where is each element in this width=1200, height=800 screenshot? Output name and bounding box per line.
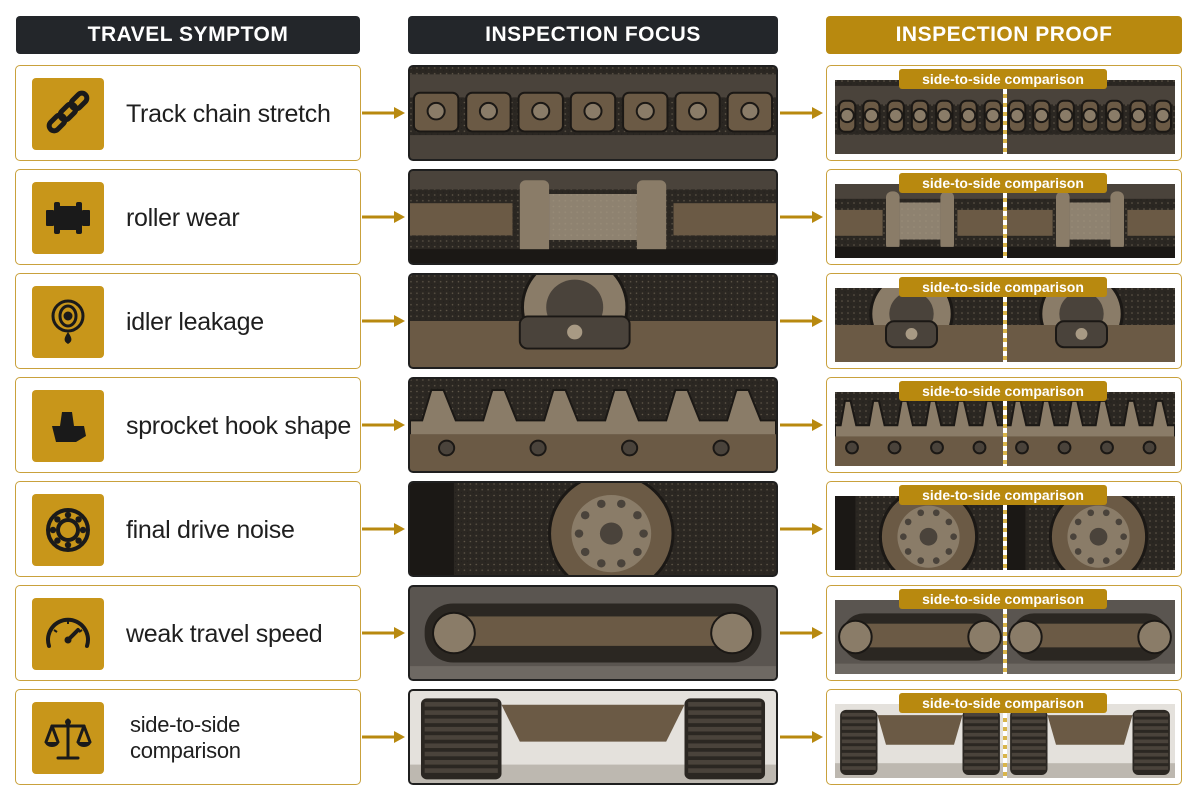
symptom-label: roller wear [126, 203, 240, 232]
left-side-image [835, 704, 1005, 778]
arrow-right-icon [360, 418, 406, 432]
right-side-image [1005, 184, 1175, 258]
arrow-right-icon [360, 210, 406, 224]
inspection-proof-card: side-to-side comparison [826, 65, 1182, 161]
bearing-icon [32, 494, 104, 566]
idler-oil-drop-icon [32, 286, 104, 358]
arrow-right-icon [778, 730, 824, 744]
inspection-proof-card: side-to-side comparison [826, 273, 1182, 369]
chain-link-icon [32, 78, 104, 150]
right-side-image [1005, 80, 1175, 154]
comparison-label: side-to-side comparison [899, 69, 1107, 89]
inspection-proof-card: side-to-side comparison [826, 377, 1182, 473]
track-roller-photo [408, 169, 778, 265]
arrow-right-icon [778, 210, 824, 224]
arrow-right-icon [778, 314, 824, 328]
comparison-image-pair [835, 704, 1175, 778]
arrow-right-icon [778, 522, 824, 536]
symptom-row: Track chain stretch side-to-side compari… [0, 65, 1200, 161]
inspection-proof-card: side-to-side comparison [826, 169, 1182, 265]
comparison-divider [1003, 392, 1007, 466]
track-chain-links-photo [408, 65, 778, 161]
symptom-card: roller wear [15, 169, 361, 265]
symptom-card: sprocket hook shape [15, 377, 361, 473]
drive-sprocket-photo [408, 377, 778, 473]
comparison-label: side-to-side comparison [899, 381, 1107, 401]
balance-scale-icon [32, 702, 104, 774]
symptom-label: final drive noise [126, 515, 295, 544]
comparison-image-pair [835, 496, 1175, 570]
comparison-image-pair [835, 392, 1175, 466]
comparison-divider [1003, 600, 1007, 674]
comparison-divider [1003, 80, 1007, 154]
comparison-image-pair [835, 600, 1175, 674]
inspection-proof-card: side-to-side comparison [826, 585, 1182, 681]
arrow-right-icon [360, 730, 406, 744]
arrow-right-icon [778, 106, 824, 120]
comparison-label: side-to-side comparison [899, 277, 1107, 297]
arrow-right-icon [360, 522, 406, 536]
travel-symptom-header: TRAVEL SYMPTOM [16, 16, 360, 54]
symptom-label: side-to-side comparison [130, 712, 241, 763]
left-side-image [835, 496, 1005, 570]
arrow-right-icon [360, 314, 406, 328]
symptom-row: side-to-side comparison side-to-side com… [0, 689, 1200, 785]
symptom-label: sprocket hook shape [126, 411, 352, 440]
arrow-right-icon [778, 418, 824, 432]
left-side-image [835, 184, 1005, 258]
symptom-label: Track chain stretch [126, 99, 331, 128]
comparison-image-pair [835, 288, 1175, 362]
arrow-right-icon [360, 626, 406, 640]
comparison-image-pair [835, 80, 1175, 154]
symptom-row: weak travel speed side-to-side compariso… [0, 585, 1200, 681]
right-side-image [1005, 600, 1175, 674]
comparison-divider [1003, 496, 1007, 570]
inspection-proof-header: INSPECTION PROOF [826, 16, 1182, 54]
final-drive-motor-photo [408, 481, 778, 577]
inspection-focus-header: INSPECTION FOCUS [408, 16, 778, 54]
right-side-image [1005, 496, 1175, 570]
symptom-label: weak travel speed [126, 619, 323, 648]
arrow-right-icon [778, 626, 824, 640]
speedometer-icon [32, 598, 104, 670]
left-side-image [835, 80, 1005, 154]
right-side-image [1005, 704, 1175, 778]
comparison-label: side-to-side comparison [899, 485, 1107, 505]
comparison-label: side-to-side comparison [899, 693, 1107, 713]
symptom-card: idler leakage [15, 273, 361, 369]
right-side-image [1005, 392, 1175, 466]
track-roller-icon [32, 182, 104, 254]
symptom-row: idler leakage side-to-side comparison [0, 273, 1200, 369]
comparison-divider [1003, 184, 1007, 258]
symptom-card: final drive noise [15, 481, 361, 577]
symptom-card: weak travel speed [15, 585, 361, 681]
comparison-divider [1003, 288, 1007, 362]
sprocket-tooth-icon [32, 390, 104, 462]
arrow-right-icon [360, 106, 406, 120]
comparison-divider [1003, 704, 1007, 778]
inspection-proof-card: side-to-side comparison [826, 481, 1182, 577]
comparison-label: side-to-side comparison [899, 173, 1107, 193]
right-side-image [1005, 288, 1175, 362]
comparison-image-pair [835, 184, 1175, 258]
symptom-card: side-to-side comparison [15, 689, 361, 785]
left-side-image [835, 600, 1005, 674]
symptom-row: roller wear side-to-side comparison [0, 169, 1200, 265]
left-side-image [835, 392, 1005, 466]
symptom-row: sprocket hook shape side-to-side compari… [0, 377, 1200, 473]
symptom-row: final drive noise side-to-side compariso… [0, 481, 1200, 577]
symptom-label: idler leakage [126, 307, 264, 336]
track-undercarriage-side-photo [408, 585, 778, 681]
inspection-proof-card: side-to-side comparison [826, 689, 1182, 785]
both-tracks-front-photo [408, 689, 778, 785]
symptom-card: Track chain stretch [15, 65, 361, 161]
comparison-label: side-to-side comparison [899, 589, 1107, 609]
front-idler-photo [408, 273, 778, 369]
left-side-image [835, 288, 1005, 362]
